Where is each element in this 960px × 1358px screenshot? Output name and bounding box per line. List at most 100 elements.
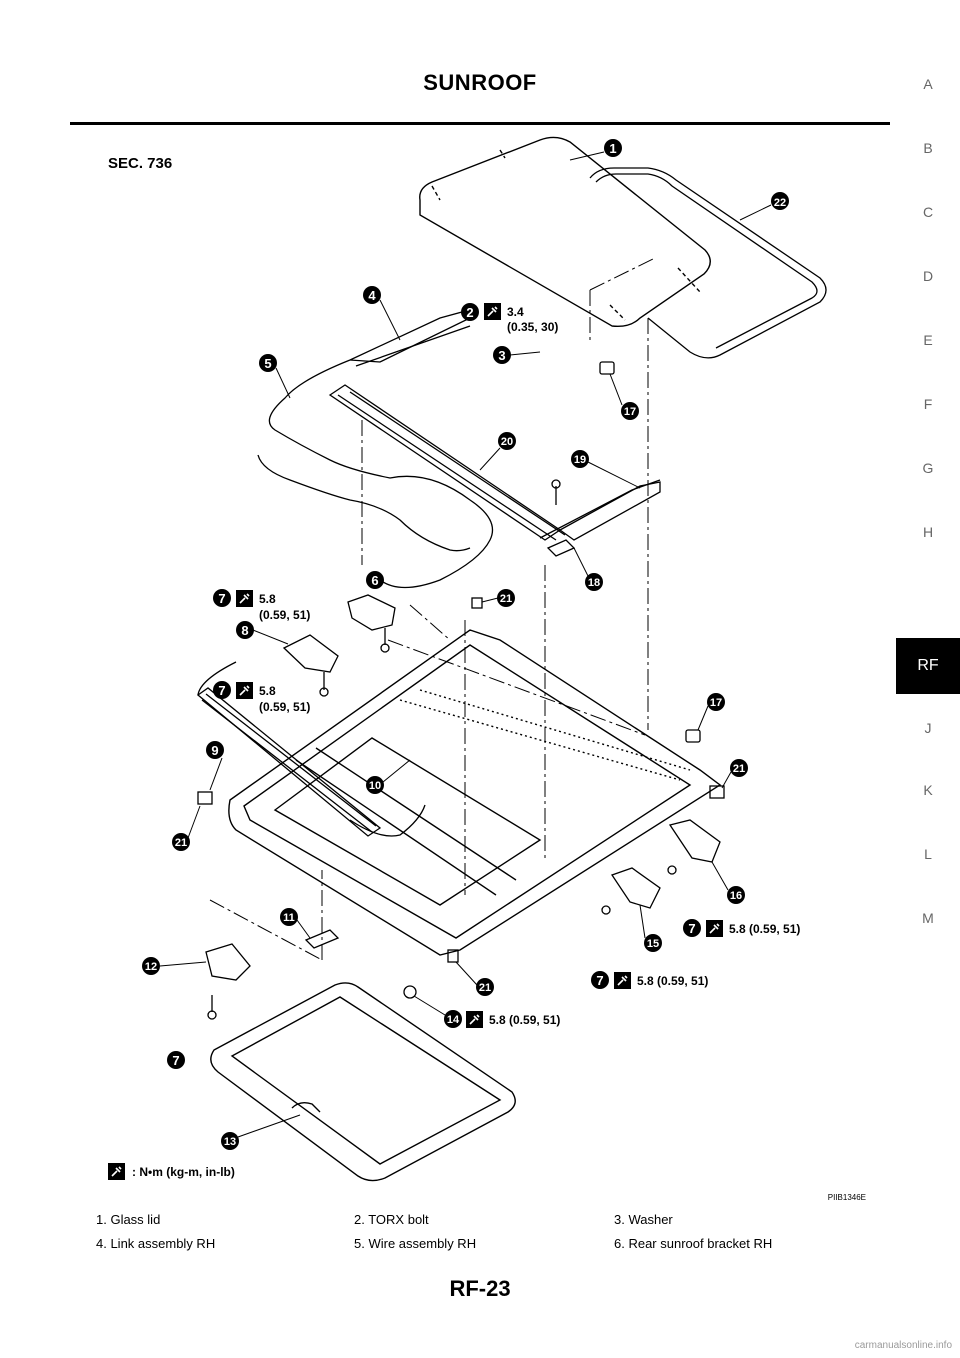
tab-f[interactable]: F xyxy=(923,396,933,412)
parts-legend: 1. Glass lid 2. TORX bolt 3. Washer 4. L… xyxy=(96,1212,856,1260)
callout-16: 16 xyxy=(727,886,745,904)
tab-l[interactable]: L xyxy=(924,846,932,862)
callout-14-label: 14 xyxy=(447,1014,460,1026)
page-number: RF-23 xyxy=(449,1276,511,1301)
tab-d[interactable]: D xyxy=(922,268,934,284)
callout-3-label: 3 xyxy=(498,348,505,363)
torque-unit-legend: : N•m (kg-m, in-lb) xyxy=(107,1162,235,1181)
callout-16-label: 16 xyxy=(730,890,742,902)
callout-15: 15 xyxy=(644,934,662,952)
callout-21b: 21 xyxy=(730,759,748,777)
callout-4: 4 xyxy=(363,286,381,304)
callout-19: 19 xyxy=(571,450,589,468)
callout-21c-label: 21 xyxy=(175,837,187,849)
callout-22: 22 xyxy=(771,192,789,210)
glass-lid xyxy=(419,136,711,328)
callout-10-label: 10 xyxy=(369,780,381,792)
torque-3-detail: (0.59, 51) xyxy=(259,700,310,714)
torque-spec-2: 5.8 (0.59, 51) xyxy=(235,589,310,622)
callout-5-label: 5 xyxy=(264,356,271,371)
callout-5: 5 xyxy=(259,354,277,372)
link-assembly-rh xyxy=(349,311,472,367)
callout-18-label: 18 xyxy=(588,577,600,589)
callout-17a-label: 17 xyxy=(624,406,636,418)
callout-14: 14 xyxy=(444,1010,462,1028)
callout-12: 12 xyxy=(142,957,160,975)
callout-7d-label: 7 xyxy=(596,973,603,988)
legend-item-4: 4. Link assembly RH xyxy=(96,1236,216,1251)
sunroof-seal xyxy=(589,167,827,359)
link-assembly-lh xyxy=(546,479,661,557)
torque-1-detail: (0.35, 30) xyxy=(507,320,558,334)
sunshade xyxy=(210,982,516,1182)
legend-row: 1. Glass lid 2. TORX bolt 3. Washer xyxy=(96,1212,856,1236)
tab-g[interactable]: G xyxy=(922,460,934,476)
drain-clip-right xyxy=(709,785,725,799)
torque-3-value: 5.8 xyxy=(259,684,276,698)
tab-rf[interactable]: RF xyxy=(896,638,960,694)
callout-17a: 17 xyxy=(621,402,639,420)
torque-spec-3: 5.8 (0.59, 51) xyxy=(235,681,310,714)
drain-clip-top xyxy=(471,597,483,609)
tab-a[interactable]: A xyxy=(923,76,933,92)
tab-j[interactable]: J xyxy=(924,720,932,736)
sunroof-frame-assembly xyxy=(228,629,722,956)
callout-7b-label: 7 xyxy=(218,683,225,698)
callouts: 1 22 4 2 3 5 17 20 19 18 6 21 7 8 7 9 17… xyxy=(142,139,789,1150)
torque-unit-text: : N•m (kg-m, in-lb) xyxy=(132,1165,235,1179)
torque-2-detail: (0.59, 51) xyxy=(259,608,310,622)
callout-21d: 21 xyxy=(476,978,494,996)
section-code: SEC. 736 xyxy=(108,155,172,172)
callout-1: 1 xyxy=(604,139,622,157)
watermark: carmanualsonline.info xyxy=(854,1340,952,1351)
callout-21c: 21 xyxy=(172,833,190,851)
side-bracket-rear xyxy=(601,819,721,915)
bracket-small xyxy=(304,929,340,949)
torque-6-value: 5.8 (0.59, 51) xyxy=(489,1013,560,1027)
callout-6-label: 6 xyxy=(371,573,378,588)
callout-21b-label: 21 xyxy=(733,763,745,775)
rear-sunroof-bracket-rh xyxy=(347,594,396,653)
callout-19-label: 19 xyxy=(574,454,586,466)
tab-b[interactable]: B xyxy=(923,140,933,156)
torque-spec-6: 5.8 (0.59, 51) xyxy=(465,1010,560,1029)
callout-13-label: 13 xyxy=(224,1136,236,1148)
callout-11: 11 xyxy=(280,908,298,926)
legend-item-3: 3. Washer xyxy=(614,1212,673,1227)
callout-17b: 17 xyxy=(707,693,725,711)
tab-e[interactable]: E xyxy=(923,332,933,348)
callout-7c-label: 7 xyxy=(688,921,695,936)
callout-2: 2 xyxy=(461,303,479,321)
callout-10: 10 xyxy=(366,776,384,794)
callout-20: 20 xyxy=(498,432,516,450)
tab-h[interactable]: H xyxy=(922,524,934,540)
callout-21a-label: 21 xyxy=(500,593,512,605)
callout-2-label: 2 xyxy=(466,305,473,320)
legend-item-2: 2. TORX bolt xyxy=(354,1212,429,1227)
tab-m[interactable]: M xyxy=(922,910,934,926)
callout-7e-label: 7 xyxy=(172,1053,179,1068)
callout-22-label: 22 xyxy=(774,197,786,209)
sunroof-motor xyxy=(205,943,251,1020)
legend-item-1: 1. Glass lid xyxy=(96,1212,161,1227)
torque-5-value: 5.8 (0.59, 51) xyxy=(637,974,708,988)
title-rule xyxy=(70,122,890,125)
leader-lines xyxy=(159,151,772,1138)
sunroof-exploded-diagram: SEC. 736 xyxy=(107,136,866,1202)
callout-7a-label: 7 xyxy=(218,591,225,606)
drain-hose xyxy=(349,804,426,837)
callout-1-label: 1 xyxy=(609,141,616,156)
callout-7b: 7 xyxy=(213,681,231,699)
torque-2-value: 5.8 xyxy=(259,592,276,606)
callout-9: 9 xyxy=(206,741,224,759)
callout-15-label: 15 xyxy=(647,938,659,950)
page-title: SUNROOF xyxy=(423,70,537,95)
drain-clip-bottom xyxy=(447,949,459,963)
rear-bracket-lh xyxy=(282,634,339,697)
figure-id: PIIB1346E xyxy=(828,1193,866,1202)
callout-21d-label: 21 xyxy=(479,982,491,994)
tab-c[interactable]: C xyxy=(922,204,934,220)
torque-4-value: 5.8 (0.59, 51) xyxy=(729,922,800,936)
tab-k[interactable]: K xyxy=(923,782,933,798)
callout-7a: 7 xyxy=(213,589,231,607)
